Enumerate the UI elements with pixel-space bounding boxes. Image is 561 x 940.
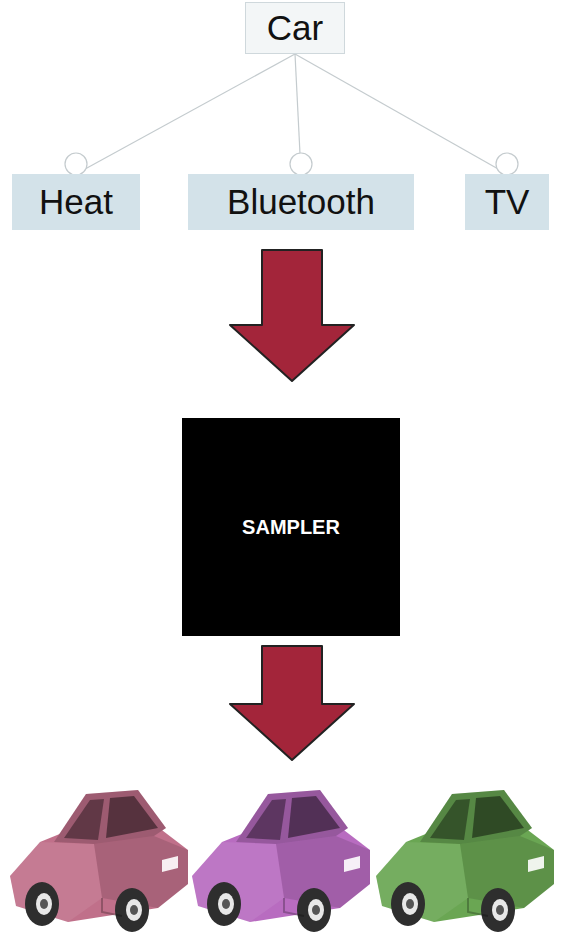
car-illustration: [376, 790, 554, 932]
node-label: SAMPLER: [242, 516, 340, 539]
flow-arrow: [230, 250, 354, 381]
sampler-box: SAMPLER: [182, 418, 400, 636]
optional-marker: [290, 153, 312, 175]
node-label: Bluetooth: [227, 182, 375, 222]
feature-box: TV: [465, 174, 549, 230]
flow-arrow: [230, 646, 354, 760]
node-label: TV: [485, 182, 530, 222]
node-label: Heat: [39, 182, 113, 222]
car-illustration: [10, 790, 188, 932]
node-label: Car: [267, 8, 323, 48]
car-illustration: [192, 790, 370, 932]
feature-connector: [295, 54, 507, 174]
root-feature-box: Car: [245, 2, 345, 54]
optional-marker: [496, 153, 518, 175]
feature-box: Bluetooth: [188, 174, 414, 230]
feature-connector: [76, 54, 295, 174]
feature-box: Heat: [12, 174, 140, 230]
optional-marker: [65, 153, 87, 175]
